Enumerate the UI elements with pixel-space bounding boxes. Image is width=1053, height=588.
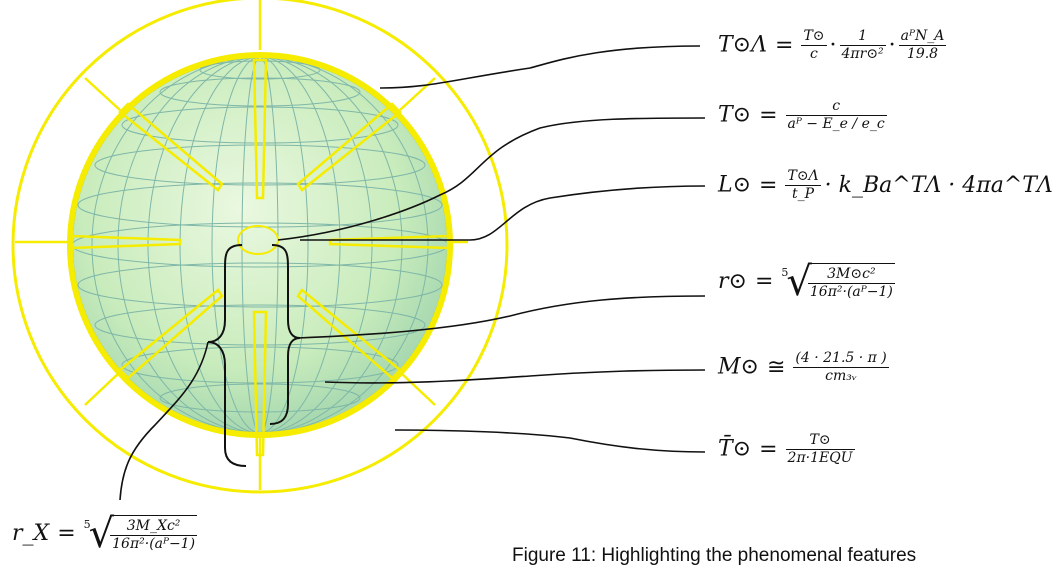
eq-numerator: 3M_Xc² [110,518,198,536]
eq-root-index: 5 [781,266,789,279]
eq-numerator: 1 [839,28,886,46]
outer-halo-ring [11,0,509,494]
equation-t-bar-sun: T̄⊙ = T⊙2π·1EQU [718,432,855,467]
eq-denominator: 16π²·(aᴾ−1) [112,536,196,552]
eq-relation: = [759,172,778,198]
eq-denominator: t_P [792,186,815,202]
eq-denominator: 2π·1EQU [787,450,853,466]
eq-root-index: 5 [83,518,91,531]
eq-numerator: T⊙ [801,28,827,46]
eq-fraction: T⊙2π·1EQU [785,432,855,467]
eq-denominator: 19.8 [906,46,939,62]
eq-denominator: aᴾ − E_e / e_c [787,116,885,132]
eq-lhs: T⊙Λ [718,32,767,58]
eq-relation: = [775,32,794,58]
eq-rest: · k_Ba^TΛ · 4πa^TΛ [824,172,1053,198]
eq-lhs: T̄⊙ [718,436,752,462]
eq-lhs: r⊙ [718,269,747,294]
eq-lhs: L⊙ [718,172,752,198]
sphere-limb-halo [67,52,453,438]
figure-caption: Figure 11: Highlighting the phenomenal f… [512,545,917,566]
eq-lhs: T⊙ [718,102,752,128]
eq-relation: = [57,521,76,546]
eq-denominator: 4πr⊙² [841,46,884,62]
eq-numerator: c [785,98,887,116]
eq-relation: ≅ [766,354,786,380]
eq-lhs: r_X [12,521,50,546]
eq-relation: = [754,269,774,294]
eq-numerator: T⊙Λ [785,168,821,186]
yellow-rays [15,0,468,490]
eq-numerator: aᴾN_A [898,28,947,46]
eq-numerator: 3M⊙c² [807,266,895,284]
equation-m-sun: M⊙ ≅ (4 · 21.5 · π )cm₃ᵥ [718,350,889,385]
sphere-diagram [11,0,706,501]
eq-numerator: T⊙ [785,432,855,450]
eq-denominator: cm₃ᵥ [825,368,858,384]
eq-denominator: c [810,46,818,62]
eq-numerator: (4 · 21.5 · π ) [793,350,889,368]
eq-fraction: (4 · 21.5 · π )cm₃ᵥ [793,350,889,385]
leader-lines [119,45,706,501]
eq-relation: = [759,436,778,462]
eq-denominator: 16π²·(aᴾ−1) [809,284,893,300]
eq-fraction: T⊙c [801,28,827,63]
eq-lhs: M⊙ [718,354,759,380]
eq-relation: = [759,102,778,128]
